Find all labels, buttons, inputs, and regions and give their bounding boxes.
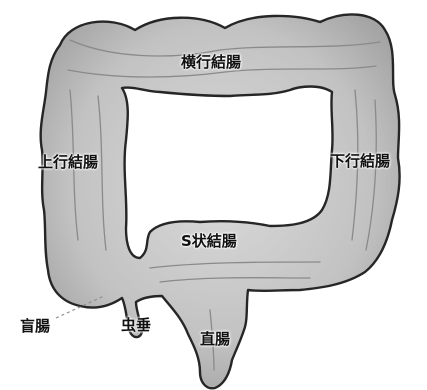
haustra-lines (67, 39, 381, 371)
cecum-leader-line (55, 295, 105, 319)
colon-body (39, 13, 401, 390)
label-rectum: 直腸 (200, 330, 231, 348)
label-cecum: 盲腸 (20, 317, 51, 335)
label-descending-colon: 下行結腸 (330, 152, 391, 170)
label-ascending-colon: 上行結腸 (38, 153, 99, 171)
label-appendix: 虫垂 (121, 316, 152, 334)
label-transverse-colon: 横行結腸 (181, 53, 242, 71)
label-sigmoid-colon: S状結腸 (181, 232, 237, 250)
